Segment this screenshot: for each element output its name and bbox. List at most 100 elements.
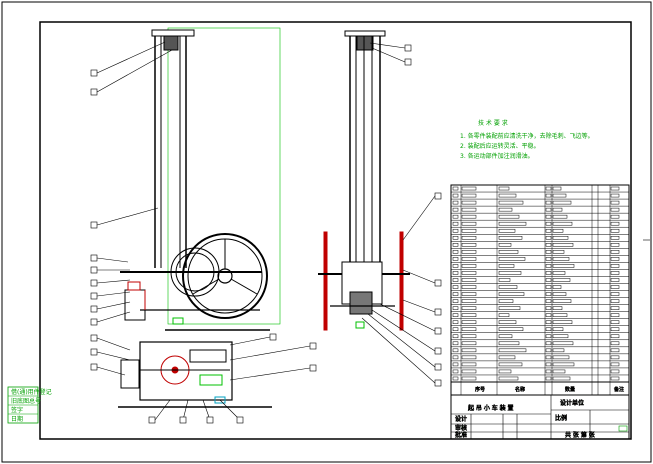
- side-stamp-line-4: 日期: [11, 415, 23, 423]
- bom-cell-mark: [552, 348, 565, 353]
- bom-cell-mark: [452, 355, 459, 360]
- bom-cell-mark: [545, 200, 552, 205]
- bom-cell-mark: [498, 200, 524, 205]
- bom-cell-mark: [452, 299, 459, 303]
- bom-cell-mark: [545, 313, 552, 317]
- bom-cell-mark: [498, 320, 517, 324]
- bom-cell-mark: [452, 320, 459, 324]
- bom-cell-mark: [498, 271, 522, 275]
- bom-cell-mark: [461, 306, 477, 310]
- bom-cell-mark: [452, 207, 459, 212]
- bom-cell-mark: [545, 264, 552, 268]
- bom-cell-mark: [610, 334, 620, 339]
- bom-table: 序号 名称 数量 备注: [450, 184, 630, 396]
- bom-cell-mark: [452, 243, 459, 247]
- bom-cell-mark: [498, 327, 524, 332]
- bom-cell-mark: [552, 186, 562, 191]
- bom-cell-mark: [461, 376, 477, 381]
- bom-cell-mark: [610, 200, 620, 205]
- bom-cell-mark: [610, 341, 620, 346]
- bom-cell-mark: [498, 369, 512, 374]
- bom-cell-mark: [461, 355, 477, 360]
- bom-cell-mark: [545, 355, 552, 360]
- bom-cell-mark: [498, 376, 519, 381]
- bom-cell-mark: [545, 278, 552, 282]
- bom-cell-mark: [545, 236, 552, 240]
- bom-cell-mark: [610, 355, 620, 360]
- bom-cell-mark: [545, 243, 552, 247]
- side-view: [318, 30, 410, 331]
- bom-cell-mark: [545, 193, 552, 198]
- bom-cell-mark: [452, 200, 459, 205]
- bom-cell-mark: [452, 327, 459, 332]
- scale-label: 比例: [555, 414, 567, 422]
- drawn-label: 设计: [455, 415, 467, 423]
- bom-cell-mark: [610, 228, 620, 233]
- bom-cell-mark: [545, 214, 552, 219]
- bom-cell-mark: [461, 292, 477, 296]
- bom-cell-mark: [552, 327, 564, 332]
- tech-item-3: 3. 各运动部件加注润滑油。: [460, 152, 534, 160]
- bom-cell-mark: [610, 313, 620, 317]
- side-stamp-line-2: 旧底图总号: [11, 397, 41, 405]
- bom-header-note: 备注: [614, 386, 624, 393]
- bom-cell-mark: [461, 236, 477, 240]
- bom-cell-mark: [461, 369, 477, 374]
- bom-cell-mark: [545, 228, 552, 233]
- bom-cell-mark: [461, 327, 477, 332]
- bom-cell-mark: [461, 362, 477, 367]
- bom-cell-mark: [610, 376, 620, 381]
- bom-cell-mark: [552, 243, 574, 247]
- bom-cell-mark: [545, 285, 552, 289]
- bom-cell-mark: [461, 257, 477, 261]
- top-view: [118, 329, 272, 408]
- bom-cell-mark: [552, 264, 575, 268]
- bom-cell-mark: [461, 243, 477, 247]
- bom-cell-mark: [552, 313, 568, 317]
- front-view: [120, 27, 281, 325]
- drawing-title: 起 吊 小 车 装 置: [468, 404, 514, 412]
- bom-header-qty: 数量: [565, 386, 575, 393]
- bom-cell-mark: [552, 221, 573, 226]
- bom-cell-mark: [552, 285, 562, 289]
- bom-cell-mark: [545, 250, 552, 254]
- bom-cell-mark: [452, 313, 459, 317]
- bom-cell-mark: [498, 278, 511, 282]
- bom-cell-mark: [552, 376, 571, 381]
- bom-cell-mark: [461, 320, 477, 324]
- bom-cell-mark: [545, 306, 552, 310]
- company-name: 设计单位: [560, 399, 584, 407]
- bom-cell-mark: [461, 348, 477, 353]
- bom-cell-mark: [545, 327, 552, 332]
- bom-cell-mark: [610, 299, 620, 303]
- bom-cell-mark: [545, 221, 552, 226]
- bom-cell-mark: [610, 207, 620, 212]
- bom-cell-mark: [452, 228, 459, 233]
- bom-cell-mark: [461, 207, 477, 212]
- bom-cell-mark: [452, 221, 459, 226]
- bom-cell-mark: [610, 221, 620, 226]
- bom-cell-mark: [610, 236, 620, 240]
- bom-cell-mark: [610, 362, 620, 367]
- bom-cell-mark: [452, 236, 459, 240]
- bom-cell-mark: [610, 257, 620, 261]
- bom-cell-mark: [545, 186, 552, 191]
- bom-cell-mark: [545, 320, 552, 324]
- tech-requirements: 技 术 要 求 1. 各零件装配前应清洗干净，去除毛刺、飞边等。 2. 装配后应…: [460, 119, 594, 160]
- bom-cell-mark: [498, 257, 526, 261]
- bom-cell-mark: [461, 221, 477, 226]
- bom-cell-mark: [610, 306, 620, 310]
- bom-cell-mark: [552, 362, 575, 367]
- bom-cell-mark: [545, 376, 552, 381]
- bom-cell-mark: [498, 250, 519, 254]
- bom-cell-mark: [545, 271, 552, 275]
- bom-cell-mark: [498, 355, 516, 360]
- bom-cell-mark: [610, 193, 620, 198]
- bom-cell-mark: [545, 292, 552, 296]
- bom-cell-mark: [452, 214, 459, 219]
- bom-cell-mark: [498, 306, 521, 310]
- side-stamp: 借(通)用件登记 旧底图总号 签字 日期: [7, 386, 52, 424]
- bom-cell-mark: [452, 341, 459, 346]
- tech-item-2: 2. 装配后应运转灵活、平稳。: [460, 142, 540, 150]
